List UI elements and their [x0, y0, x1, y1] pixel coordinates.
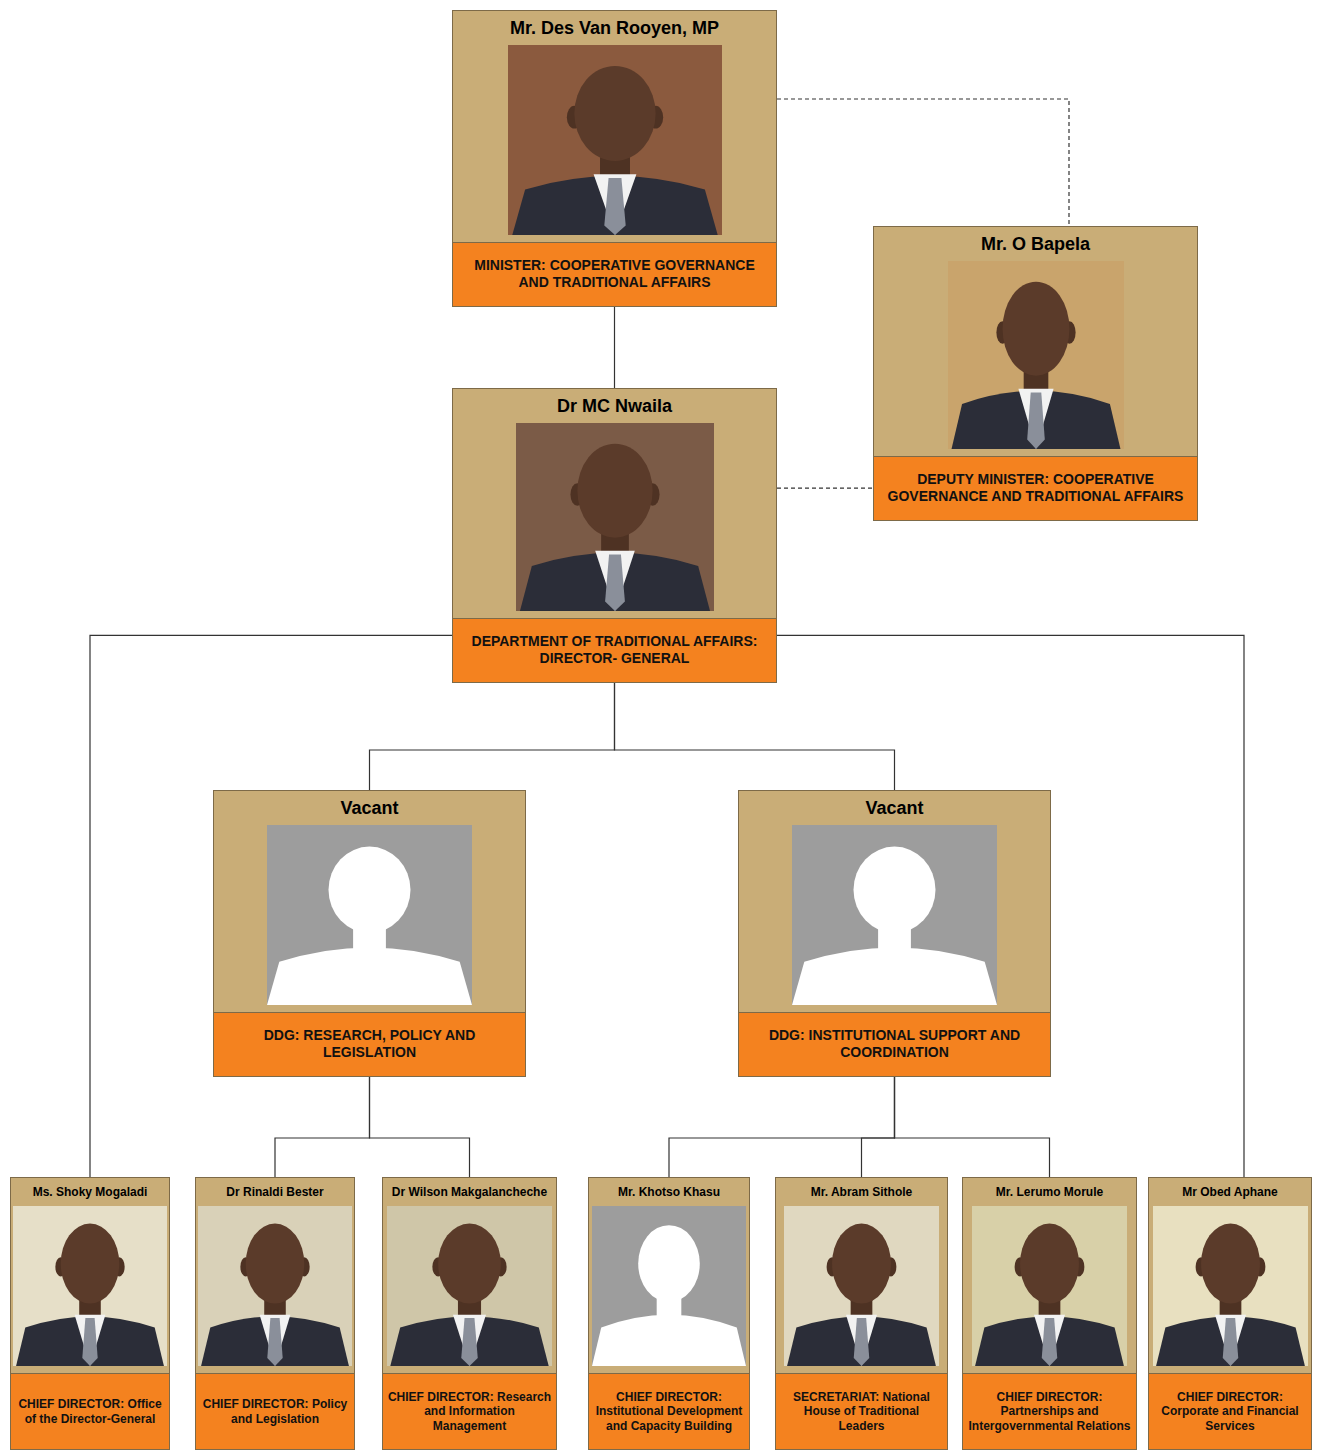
portrait-photo — [784, 1206, 939, 1366]
portrait-photo — [948, 261, 1124, 449]
position-title: CHIEF DIRECTOR: Policy and Legislation — [200, 1397, 350, 1426]
position-title: CHIEF DIRECTOR: Corporate and Financial … — [1153, 1390, 1307, 1433]
photo-frame — [776, 1206, 947, 1366]
org-box: Mr. O BapelaDEPUTY MINISTER: COOPERATIVE… — [873, 226, 1198, 521]
reporting-line — [615, 683, 895, 790]
reporting-line — [669, 1077, 895, 1177]
photo-frame — [1149, 1206, 1311, 1366]
photo-frame — [589, 1206, 749, 1366]
photo-frame — [196, 1206, 354, 1366]
position-title: DEPARTMENT OF TRADITIONAL AFFAIRS: DIREC… — [461, 633, 768, 667]
position-title: CHIEF DIRECTOR: Office of the Director-G… — [15, 1397, 165, 1426]
person-name: Dr Wilson Makgalancheche — [383, 1178, 556, 1206]
org-box: Ms. Shoky MogaladiCHIEF DIRECTOR: Office… — [10, 1177, 170, 1450]
dashed-link — [777, 488, 873, 489]
position-title: CHIEF DIRECTOR: Research and Information… — [387, 1390, 552, 1433]
photo-frame — [11, 1206, 169, 1366]
org-box: Dr Wilson MakgalanchecheCHIEF DIRECTOR: … — [382, 1177, 557, 1450]
org-box: Mr. Lerumo MoruleCHIEF DIRECTOR: Partner… — [962, 1177, 1137, 1450]
photo-frame — [383, 1206, 556, 1366]
person-name: Vacant — [214, 791, 525, 825]
person-name: Mr. Lerumo Morule — [963, 1178, 1136, 1206]
title-band: DDG: INSTITUTIONAL SUPPORT AND COORDINAT… — [739, 1012, 1050, 1076]
position-title: DDG: INSTITUTIONAL SUPPORT AND COORDINAT… — [747, 1027, 1042, 1061]
org-box: Mr. Des Van Rooyen, MP MINISTER: COOPERAT… — [452, 10, 777, 307]
reporting-line — [275, 1077, 370, 1177]
title-band: CHIEF DIRECTOR: Research and Information… — [383, 1373, 556, 1449]
photo-frame — [963, 1206, 1136, 1366]
position-title: CHIEF DIRECTOR: Partnerships and Intergo… — [967, 1390, 1132, 1433]
person-name: Mr. O Bapela — [874, 227, 1197, 261]
org-box: Dr MC NwailaDEPARTMENT OF TRADITIONAL AF… — [452, 388, 777, 683]
reporting-line — [370, 683, 615, 790]
org-box: Mr Obed AphaneCHIEF DIRECTOR: Corporate … — [1148, 1177, 1312, 1450]
title-band: DEPARTMENT OF TRADITIONAL AFFAIRS: DIREC… — [453, 618, 776, 682]
position-title: SECRETARIAT: National House of Tradition… — [780, 1390, 943, 1433]
title-band: SECRETARIAT: National House of Tradition… — [776, 1373, 947, 1449]
position-title: DDG: RESEARCH, POLICY AND LEGISLATION — [222, 1027, 517, 1061]
portrait-photo — [1153, 1206, 1308, 1366]
title-band: DDG: RESEARCH, POLICY AND LEGISLATION — [214, 1012, 525, 1076]
position-title: MINISTER: COOPERATIVE GOVERNANCE AND TRA… — [461, 257, 768, 291]
position-title: DEPUTY MINISTER: COOPERATIVE GOVERNANCE … — [882, 471, 1189, 505]
person-name: Mr. Des Van Rooyen, MP — [453, 11, 776, 45]
title-band: DEPUTY MINISTER: COOPERATIVE GOVERNANCE … — [874, 456, 1197, 520]
portrait-photo — [516, 423, 714, 611]
title-band: CHIEF DIRECTOR: Office of the Director-G… — [11, 1373, 169, 1449]
vacant-silhouette — [267, 825, 472, 1005]
portrait-photo — [198, 1206, 352, 1366]
photo-frame — [874, 261, 1197, 449]
title-band: CHIEF DIRECTOR: Institutional Developmen… — [589, 1373, 749, 1449]
position-title: CHIEF DIRECTOR: Institutional Developmen… — [593, 1390, 745, 1433]
person-name: Mr. Khotso Khasu — [589, 1178, 749, 1206]
org-box: VacantDDG: INSTITUTIONAL SUPPORT AND COO… — [738, 790, 1051, 1077]
person-name: Dr Rinaldi Bester — [196, 1178, 354, 1206]
reporting-line — [370, 1077, 470, 1177]
vacant-silhouette — [592, 1206, 746, 1366]
vacant-silhouette — [792, 825, 997, 1005]
title-band: CHIEF DIRECTOR: Corporate and Financial … — [1149, 1373, 1311, 1449]
title-band: CHIEF DIRECTOR: Policy and Legislation — [196, 1373, 354, 1449]
person-name: Dr MC Nwaila — [453, 389, 776, 423]
portrait-photo — [387, 1206, 552, 1366]
org-box: VacantDDG: RESEARCH, POLICY AND LEGISLAT… — [213, 790, 526, 1077]
reporting-line — [895, 1077, 1050, 1177]
org-box: Mr. Khotso KhasuCHIEF DIRECTOR: Institut… — [588, 1177, 750, 1450]
reporting-line — [862, 1077, 895, 1177]
person-name: Vacant — [739, 791, 1050, 825]
photo-frame — [453, 45, 776, 235]
org-box: Mr. Abram SitholeSECRETARIAT: National H… — [775, 1177, 948, 1450]
org-box: Dr Rinaldi BesterCHIEF DIRECTOR: Policy … — [195, 1177, 355, 1450]
portrait-photo — [508, 45, 722, 235]
photo-frame — [214, 825, 525, 1005]
person-name: Ms. Shoky Mogaladi — [11, 1178, 169, 1206]
photo-frame — [453, 423, 776, 611]
portrait-photo — [972, 1206, 1127, 1366]
title-band: MINISTER: COOPERATIVE GOVERNANCE AND TRA… — [453, 242, 776, 306]
person-name: Mr Obed Aphane — [1149, 1178, 1311, 1206]
reporting-line — [614, 307, 615, 388]
dashed-link — [777, 99, 1069, 226]
portrait-photo — [13, 1206, 167, 1366]
title-band: CHIEF DIRECTOR: Partnerships and Intergo… — [963, 1373, 1136, 1449]
person-name: Mr. Abram Sithole — [776, 1178, 947, 1206]
photo-frame — [739, 825, 1050, 1005]
